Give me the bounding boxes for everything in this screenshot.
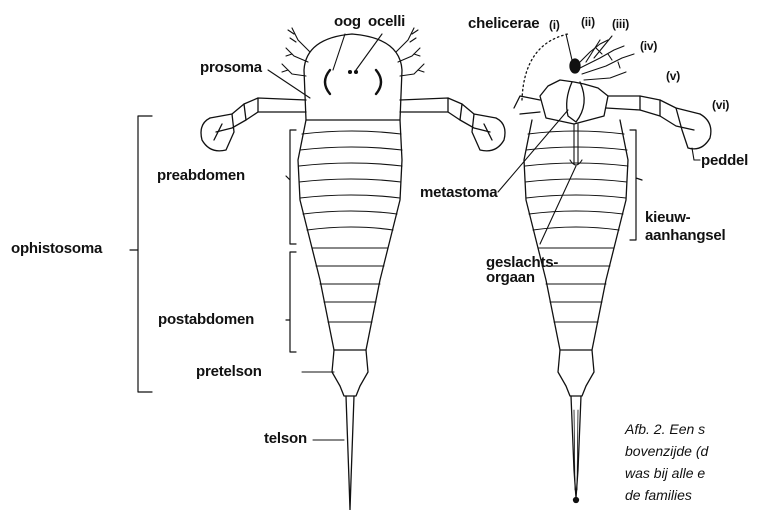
ventral-chelicerae-dot [570, 59, 580, 73]
caption-line-4: de families [625, 484, 767, 506]
label-geslachts-line1: geslachts- [486, 255, 558, 270]
label-leg-iv: (iv) [640, 40, 657, 52]
label-leg-ii: (ii) [581, 16, 595, 28]
ventral-segments [525, 131, 628, 322]
label-oog: oog [334, 14, 361, 29]
label-pretelson: pretelson [196, 364, 262, 379]
ventral-telson-tip [574, 498, 579, 503]
caption-line-2: bovenzijde (d [625, 440, 767, 462]
label-leg-iii: (iii) [612, 18, 629, 30]
label-kieuw-line2: aanhangsel [645, 228, 726, 243]
dorsal-ocelli-left [349, 71, 352, 74]
leader-peddel [692, 148, 700, 160]
label-telson: telson [264, 431, 307, 446]
label-kieuw-line1: kieuw- [645, 210, 690, 225]
ventral-swimming-leg-left [514, 96, 540, 114]
label-prosoma: prosoma [200, 60, 262, 75]
kieuw-bracket [630, 130, 642, 240]
leader-lines [268, 34, 700, 440]
dorsal-legs-right [396, 28, 424, 76]
preabdomen-bracket [286, 130, 296, 244]
dorsal-ocelli-right [355, 71, 358, 74]
postabdomen-bracket [286, 252, 296, 352]
label-leg-v: (v) [666, 70, 680, 82]
figure-caption: Afb. 2. Een s bovenzijde (d was bij alle… [625, 418, 767, 506]
ventral-walking-legs [580, 36, 634, 80]
label-ocelli: ocelli [368, 14, 405, 29]
label-leg-i: (i) [549, 19, 560, 31]
label-geslachts-line2: orgaan [486, 270, 535, 285]
dorsal-telson [346, 396, 354, 510]
label-chelicerae: chelicerae [468, 16, 539, 31]
leader-geslachtsorgaan [540, 166, 576, 244]
ventral-coxae [540, 80, 608, 124]
ventral-telson [571, 396, 581, 498]
label-postabdomen: postabdomen [158, 312, 254, 327]
caption-line-3: was bij alle e [625, 462, 767, 484]
dorsal-legs-left [282, 28, 310, 76]
leader-chelicerae [566, 34, 572, 60]
leader-oog [333, 34, 345, 70]
ventral-pretelson [558, 350, 594, 396]
ophistosoma-bracket [130, 116, 152, 392]
ventral-genital-organ [570, 124, 582, 165]
label-preabdomen: preabdomen [157, 168, 245, 183]
ventral-abdomen-outline [524, 120, 628, 350]
dorsal-eye-left [325, 70, 330, 94]
ventral-metastoma-plate [567, 82, 585, 122]
ventral-swimming-leg-right [606, 96, 711, 149]
caption-line-1: Afb. 2. Een s [625, 418, 767, 440]
label-metastoma: metastoma [420, 185, 497, 200]
label-ophistosoma: ophistosoma [11, 241, 102, 256]
label-peddel: peddel [701, 153, 748, 168]
dorsal-eye-right [376, 70, 381, 94]
dorsal-abdomen-outline [298, 120, 402, 350]
dorsal-view-specimen [201, 28, 505, 510]
dorsal-pretelson [332, 350, 368, 396]
leader-ocelli [356, 34, 382, 70]
label-leg-vi: (vi) [712, 99, 729, 111]
dorsal-segments [299, 131, 402, 322]
dorsal-swimming-leg-right [400, 98, 505, 151]
dorsal-prosoma-shape [304, 34, 402, 120]
